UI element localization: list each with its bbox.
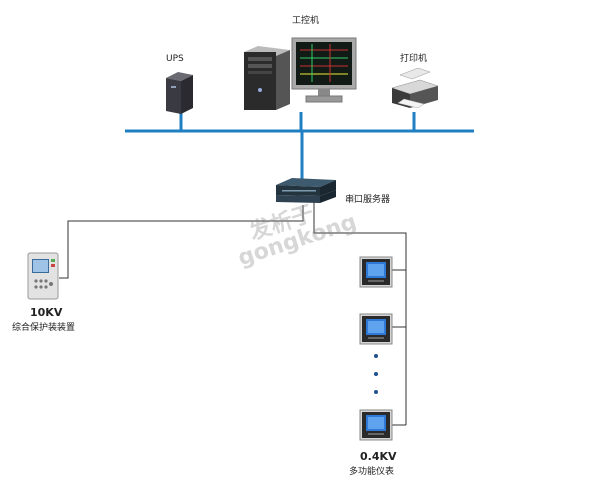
meter-icon bbox=[359, 256, 393, 288]
relay-device-icon bbox=[27, 252, 59, 300]
meter-voltage-label: 0.4KV bbox=[360, 450, 397, 463]
relay-voltage-label: 10KV bbox=[30, 306, 63, 319]
monitor-icon bbox=[291, 37, 357, 103]
printer-icon bbox=[391, 67, 439, 109]
printer-label: 打印机 bbox=[400, 54, 428, 64]
meter-icon bbox=[359, 313, 393, 345]
ipc-label: 工控机 bbox=[292, 16, 320, 26]
ups-icon bbox=[166, 72, 193, 114]
wire-to-relay bbox=[59, 205, 304, 279]
relay-name-label: 综合保护装装置 bbox=[12, 323, 76, 333]
pc-tower-icon bbox=[244, 46, 290, 110]
watermark-registered: ® bbox=[348, 192, 360, 206]
serial-server-icon bbox=[276, 178, 336, 203]
meter-icon bbox=[359, 409, 393, 441]
ups-label: UPS bbox=[166, 54, 184, 64]
wire-to-meters bbox=[313, 200, 407, 425]
serial-server-label: 串口服务器 bbox=[345, 195, 391, 205]
meter-name-label: 多功能仪表 bbox=[349, 467, 395, 477]
ellipsis-dots bbox=[374, 354, 378, 394]
